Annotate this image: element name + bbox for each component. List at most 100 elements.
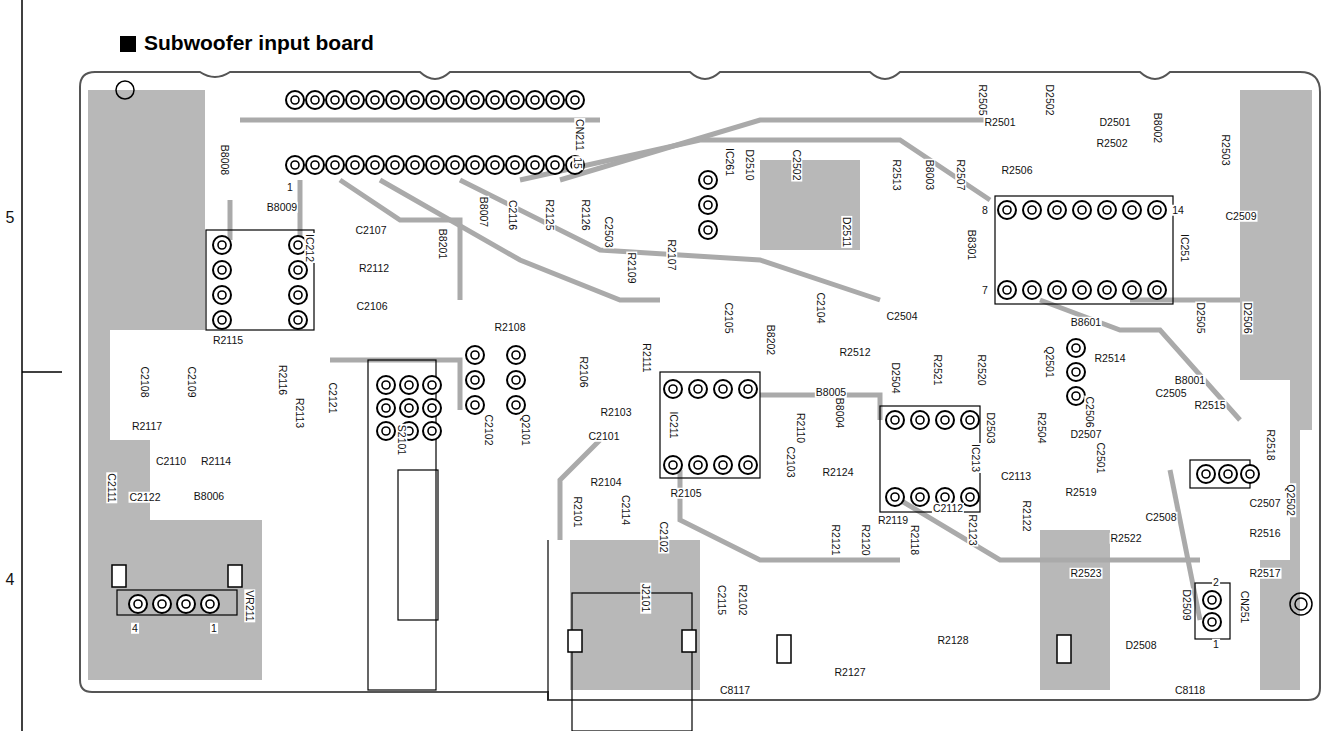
part-label: R2502 [1096, 138, 1129, 149]
part-label: J2101 [641, 583, 652, 614]
part-label: VR211 [245, 589, 256, 622]
part-label: R2115 [212, 335, 244, 346]
part-label: R2503 [1221, 134, 1232, 167]
part-label: D2504 [891, 362, 902, 395]
part-label: C2113 [1000, 471, 1032, 482]
part-label: D2506 [1243, 302, 1254, 335]
part-label: D2510 [745, 149, 756, 182]
part-label: C2505 [1155, 388, 1188, 399]
part-label: R2120 [861, 524, 872, 557]
part-label: IC212 [305, 233, 316, 263]
part-label: R2112 [358, 263, 390, 274]
part-label: R2110 [796, 412, 807, 444]
part-label: R2102 [738, 584, 749, 617]
part-label: R2514 [1094, 353, 1127, 364]
part-label: R2108 [494, 322, 527, 333]
part-label: C2107 [355, 225, 388, 236]
part-label: C2121 [328, 382, 339, 415]
part-label: C2503 [604, 216, 615, 249]
part-label: C8117 [719, 685, 751, 696]
part-label: D2511 [842, 216, 853, 248]
part-label: S2101 [397, 424, 408, 456]
part-label: C2122 [129, 492, 162, 503]
part-label: C2116 [508, 199, 519, 231]
part-label: R2116 [278, 364, 289, 396]
part-label: R2121 [831, 524, 842, 557]
part-label: C2507 [1249, 498, 1282, 509]
part-label: R2512 [839, 347, 872, 358]
part-label: R2113 [295, 397, 306, 429]
part-label: R2506 [1001, 165, 1034, 176]
part-label: C2504 [886, 311, 919, 322]
part-label: R2517 [1249, 568, 1282, 579]
part-label: 4 [131, 623, 139, 634]
part-label: C2509 [1225, 211, 1258, 222]
part-label: B8201 [438, 228, 449, 260]
part-label: C2114 [621, 494, 632, 526]
part-label: D2508 [1125, 640, 1158, 651]
part-label: B8003 [925, 159, 936, 191]
part-label: C2103 [786, 446, 797, 479]
part-label: R2107 [667, 239, 678, 272]
part-label: B8001 [1174, 375, 1206, 386]
part-label: Q2502 [1286, 483, 1297, 517]
part-label: C2105 [724, 302, 735, 335]
part-label: C2502 [792, 149, 803, 182]
part-label: R2519 [1065, 487, 1098, 498]
part-label: IC261 [725, 147, 736, 177]
part-label: Q2501 [1045, 345, 1056, 379]
part-label: R2123 [968, 514, 979, 547]
part-label: R2124 [822, 467, 855, 478]
part-label: B8009 [266, 202, 298, 213]
part-label: B8601 [1070, 317, 1102, 328]
part-label: B8004 [835, 397, 846, 429]
part-label: R2513 [892, 159, 903, 192]
part-label: R2126 [581, 199, 592, 232]
part-label: C2102 [659, 521, 670, 554]
part-label: R2106 [579, 356, 590, 389]
ground-plane [1240, 90, 1312, 690]
part-label: B8006 [193, 491, 225, 502]
ground-plane [88, 90, 262, 680]
part-label: C2108 [140, 366, 151, 399]
part-label: R2114 [200, 456, 232, 467]
part-label: B8005 [815, 387, 847, 398]
part-label: R2505 [978, 84, 989, 117]
part-label: D2501 [1099, 117, 1132, 128]
part-label: B8002 [1153, 112, 1164, 144]
part-label: 15 [573, 156, 584, 170]
part-label: B8008 [220, 144, 231, 176]
part-label: C2501 [1096, 442, 1107, 475]
part-label: R2109 [627, 252, 638, 285]
ground-plane [760, 160, 860, 250]
part-label: C2106 [356, 301, 389, 312]
part-label: IC213 [971, 443, 982, 473]
part-label: R2522 [1110, 533, 1143, 544]
part-label: C2109 [187, 366, 198, 399]
part-label: R2128 [937, 635, 970, 646]
part-label: R2504 [1037, 412, 1048, 445]
part-label: C8118 [1174, 685, 1206, 696]
part-label: C2112 [932, 503, 964, 514]
part-label: R2105 [670, 488, 703, 499]
part-label: C2102 [484, 414, 495, 447]
mounting-holes [116, 81, 1312, 615]
part-label: R2101 [573, 496, 584, 529]
part-label: B8202 [766, 324, 777, 356]
margin-tick [22, 371, 62, 373]
part-label: D2502 [1045, 84, 1056, 117]
part-label: D2507 [1070, 429, 1103, 440]
ground-plane [1040, 530, 1110, 690]
part-label: 2 [1212, 577, 1220, 588]
part-label: C2508 [1145, 512, 1178, 523]
part-label: R2118 [910, 524, 921, 556]
smd-pads [112, 565, 1071, 663]
part-label: C2115 [717, 584, 728, 616]
part-label: R2515 [1194, 400, 1227, 411]
part-label: C2110 [155, 456, 187, 467]
part-label: 1 [210, 623, 218, 634]
part-label: R2127 [834, 667, 867, 678]
part-label: IC211 [669, 410, 680, 439]
part-label: D2503 [986, 412, 997, 445]
part-label: D2505 [1196, 302, 1207, 335]
